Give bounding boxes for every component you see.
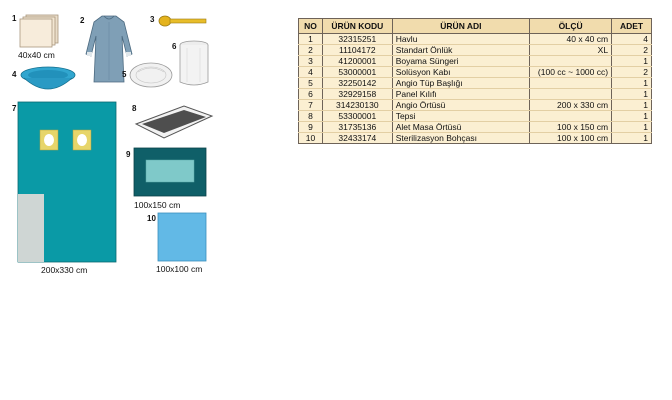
item-caption-1: 40x40 cm <box>18 50 55 60</box>
item-number-5: 5 <box>122 70 127 79</box>
cell-qty: 1 <box>611 110 652 122</box>
cell-size: 100 x 100 cm <box>529 132 613 144</box>
sponge-stick-icon <box>158 15 207 27</box>
item-number-8: 8 <box>132 104 137 113</box>
surgical-gown-icon <box>85 15 133 83</box>
header-name: ÜRÜN ADI <box>391 18 531 34</box>
table-row: 3 41200001 Boyama Süngeri 1 <box>298 55 652 67</box>
tube-cover-icon <box>129 62 173 88</box>
cell-name: Tepsi <box>391 110 531 122</box>
item-number-3: 3 <box>150 15 155 24</box>
table-row: 4 53000001 Solüsyon Kabı (100 cc ~ 1000 … <box>298 66 652 78</box>
cell-name: Alet Masa Örtüsü <box>391 121 531 133</box>
cell-qty: 1 <box>611 88 652 100</box>
cell-name: Havlu <box>391 33 531 45</box>
cell-size: XL <box>529 44 613 56</box>
header-code: ÜRÜN KODU <box>321 18 393 34</box>
item-caption-10: 100x100 cm <box>156 264 203 274</box>
cell-qty: 2 <box>611 44 652 56</box>
item-number-9: 9 <box>126 150 131 159</box>
cell-no: 10 <box>298 132 323 144</box>
cell-code: 32433174 <box>321 132 393 144</box>
table-row: 1 32315251 Havlu 40 x 40 cm 4 <box>298 33 652 45</box>
cell-size <box>529 55 613 67</box>
towel-stack-icon <box>19 14 59 48</box>
item-number-2: 2 <box>80 16 85 25</box>
cell-name: Panel Kılıfı <box>391 88 531 100</box>
header-qty: ADET <box>611 18 652 34</box>
cell-no: 9 <box>298 121 323 133</box>
cell-code: 32250142 <box>321 77 393 89</box>
cell-qty: 1 <box>611 55 652 67</box>
item-number-1: 1 <box>12 14 17 23</box>
kit-contents-table: NO ÜRÜN KODU ÜRÜN ADI ÖLÇÜ ADET 1 323152… <box>298 18 652 144</box>
cell-size: (100 cc ~ 1000 cc) <box>529 66 613 78</box>
cell-no: 3 <box>298 55 323 67</box>
cell-code: 41200001 <box>321 55 393 67</box>
cell-no: 2 <box>298 44 323 56</box>
item-number-10: 10 <box>147 214 156 223</box>
cell-no: 6 <box>298 88 323 100</box>
cell-name: Solüsyon Kabı <box>391 66 531 78</box>
cell-size: 200 x 330 cm <box>529 99 613 111</box>
item-number-4: 4 <box>12 70 17 79</box>
cell-qty: 2 <box>611 66 652 78</box>
cell-name: Standart Önlük <box>391 44 531 56</box>
header-no: NO <box>298 18 323 34</box>
cell-qty: 4 <box>611 33 652 45</box>
cell-qty: 1 <box>611 99 652 111</box>
table-row: 9 31735136 Alet Masa Örtüsü 100 x 150 cm… <box>298 121 652 133</box>
table-row: 6 32929158 Panel Kılıfı 1 <box>298 88 652 100</box>
cell-no: 1 <box>298 33 323 45</box>
cell-code: 11104172 <box>321 44 393 56</box>
instrument-table-cover-icon <box>133 147 207 197</box>
cell-no: 4 <box>298 66 323 78</box>
table-row: 5 32250142 Angio Tüp Başlığı 1 <box>298 77 652 89</box>
cell-name: Sterilizasyon Bohçası <box>391 132 531 144</box>
cell-qty: 1 <box>611 77 652 89</box>
cell-name: Angio Örtüsü <box>391 99 531 111</box>
table-row: 7 314230130 Angio Örtüsü 200 x 330 cm 1 <box>298 99 652 111</box>
cell-size: 40 x 40 cm <box>529 33 613 45</box>
table-header-row: NO ÜRÜN KODU ÜRÜN ADI ÖLÇÜ ADET <box>298 18 652 34</box>
cell-name: Angio Tüp Başlığı <box>391 77 531 89</box>
sterilization-wrap-icon <box>157 212 207 262</box>
cell-code: 53300001 <box>321 110 393 122</box>
item-number-6: 6 <box>172 42 177 51</box>
cell-no: 5 <box>298 77 323 89</box>
cell-qty: 1 <box>611 132 652 144</box>
cell-qty: 1 <box>611 121 652 133</box>
cell-size <box>529 88 613 100</box>
table-row: 10 32433174 Sterilizasyon Bohçası 100 x … <box>298 132 652 144</box>
cell-code: 32315251 <box>321 33 393 45</box>
cell-code: 53000001 <box>321 66 393 78</box>
angio-drape-icon <box>17 101 117 263</box>
solution-bowl-icon <box>20 66 76 90</box>
cell-size <box>529 77 613 89</box>
item-caption-9: 100x150 cm <box>134 200 181 210</box>
table-row: 8 53300001 Tepsi 1 <box>298 110 652 122</box>
cell-size <box>529 110 613 122</box>
cell-code: 314230130 <box>321 99 393 111</box>
cell-code: 31735136 <box>321 121 393 133</box>
cell-code: 32929158 <box>321 88 393 100</box>
cell-name: Boyama Süngeri <box>391 55 531 67</box>
tray-icon <box>134 105 214 139</box>
header-size: ÖLÇÜ <box>529 18 613 34</box>
cell-no: 8 <box>298 110 323 122</box>
table-row: 2 11104172 Standart Önlük XL 2 <box>298 44 652 56</box>
panel-cover-icon <box>179 40 209 86</box>
item-number-7: 7 <box>12 104 17 113</box>
cell-size: 100 x 150 cm <box>529 121 613 133</box>
item-caption-7: 200x330 cm <box>41 265 88 275</box>
cell-no: 7 <box>298 99 323 111</box>
